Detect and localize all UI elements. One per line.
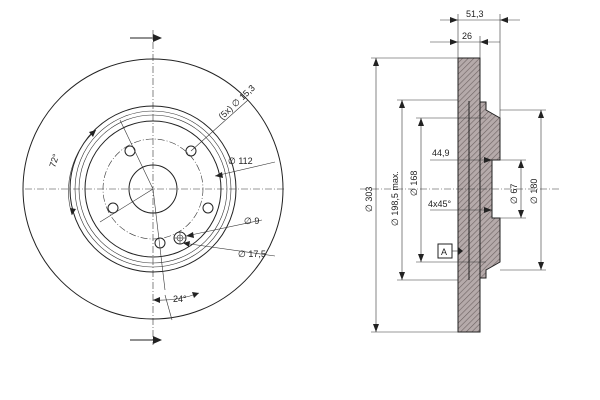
radial-line-2: [99, 188, 154, 223]
bolt-hole-dim-label: (5x) ∅ 15,3: [217, 83, 257, 122]
bolt-hole-2: [185, 145, 197, 157]
angle-arrow-24-a: [153, 297, 160, 303]
angle-arrow-72-a: [89, 130, 96, 137]
dim-26-label: 26: [462, 31, 472, 41]
arrow-67-bottom: [518, 210, 524, 218]
arrow-180-top: [538, 110, 544, 118]
hat-section: [479, 101, 501, 279]
friction-ring-inner: [69, 105, 237, 273]
section-arrow-bottom: [153, 336, 162, 344]
arrow-198-top: [399, 100, 405, 108]
leader-hole-17: [182, 242, 276, 257]
arrow-303-bottom: [373, 324, 379, 332]
angle-arrow-72-b: [70, 208, 76, 215]
angle-72-label: 72°: [47, 152, 61, 168]
section-arrow-top: [153, 34, 162, 42]
dim-chamfer-label: 4x45°: [428, 199, 452, 209]
hat-inner-circle: [84, 120, 222, 258]
hole-17-dim-label: ∅ 17,5: [238, 249, 266, 259]
front-view: 72° 24° (5x) ∅ 15,3 ∅ 112 ∅ 9 ∅ 17,5: [22, 30, 285, 345]
angle-24-label: 24°: [173, 294, 187, 304]
hat-step-circle: [78, 114, 228, 264]
arrow-198-bottom: [399, 272, 405, 280]
arrow-67-top: [518, 160, 524, 168]
bolt-hole-3: [107, 202, 119, 214]
bolt-hole-4: [202, 202, 214, 214]
small-hole-dim-label: ∅ 9: [244, 216, 259, 226]
arrow-51-right: [500, 17, 508, 23]
dim-67-label: ∅ 67: [509, 184, 519, 204]
dim-44-label: 44,9: [432, 148, 450, 158]
radial-line-1: [119, 119, 154, 190]
arrow-180-bottom: [538, 262, 544, 270]
hub-circle-dim-label: ∅ 112: [228, 156, 253, 166]
angle-arrow-24-b: [192, 292, 199, 298]
leader-17-arrow: [183, 241, 190, 247]
hub-bore: [128, 164, 178, 214]
dim-168-label: ∅ 168: [409, 171, 419, 196]
side-view: ∅ 303 ∅ 198,5 max. ∅ 168 44,9 4x45° ∅ 67: [360, 9, 560, 333]
leader-small-arrow: [186, 232, 194, 238]
disc-outer-edge: [22, 58, 284, 320]
leader-hub-circle: [214, 161, 276, 177]
bolt-hole-1: [124, 145, 136, 157]
arrow-chamfer: [484, 207, 492, 213]
arrow-303-top: [373, 58, 379, 66]
arrow-26-right: [480, 39, 488, 45]
arrow-51-left: [450, 17, 458, 23]
dim-303-label: ∅ 303: [364, 187, 374, 212]
angle-arc-72: [68, 129, 97, 216]
leader-small-hole: [185, 219, 263, 237]
arrow-168-bottom: [418, 254, 424, 262]
dim-180-label: ∅ 180: [529, 179, 539, 204]
radial-line-3: [152, 188, 166, 291]
leader-hub-arrow: [215, 172, 223, 178]
arrow-44: [484, 157, 492, 163]
leader-bolt-hole: [190, 99, 249, 152]
dim-198-label: ∅ 198,5 max.: [390, 171, 400, 226]
datum-triangle: [458, 247, 463, 255]
arrow-168-top: [418, 118, 424, 126]
bolt-pitch-circle: [102, 138, 204, 240]
dim-51-label: 51,3: [466, 9, 484, 19]
angle-24-radius: [164, 294, 173, 321]
hat-outer-circle: [74, 110, 232, 268]
arrow-26-left: [450, 39, 458, 45]
datum-label: A: [441, 247, 447, 257]
